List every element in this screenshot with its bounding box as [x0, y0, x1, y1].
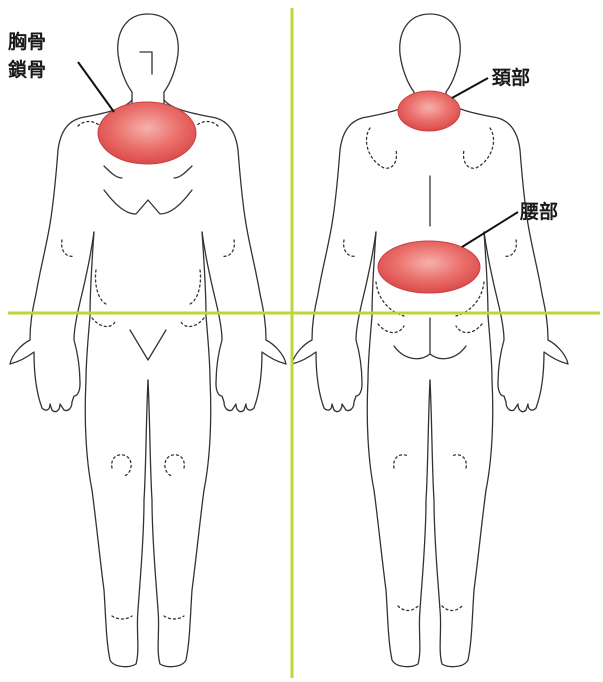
pain-area-lumbar	[378, 241, 480, 293]
leader-line-chest	[78, 62, 114, 112]
leader-line-lumbar	[462, 212, 518, 247]
label-clavicle: 鎖骨	[8, 58, 46, 82]
label-chest: 胸骨	[8, 30, 46, 54]
label-lumbar: 腰部	[520, 200, 558, 224]
label-neck: 頚部	[492, 66, 530, 90]
leader-line-neck	[452, 78, 488, 98]
pain-area-neck	[398, 91, 460, 131]
